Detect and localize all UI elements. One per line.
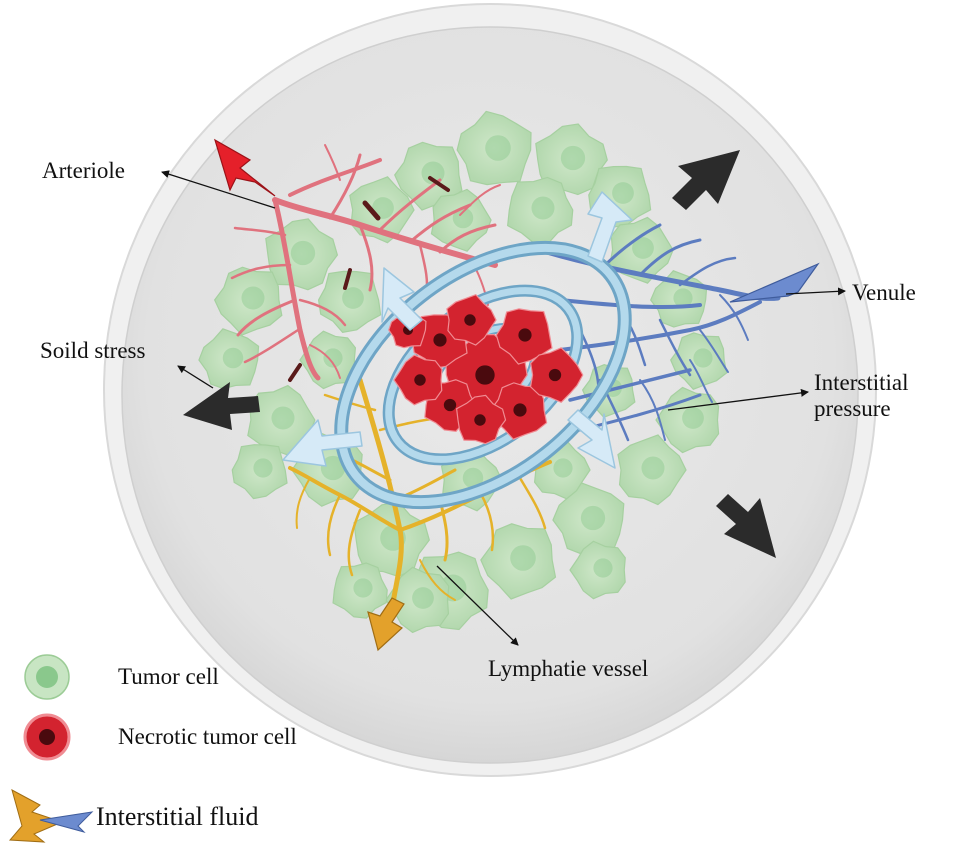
tumor-cell-nucleus [612, 182, 634, 204]
tumor-cell-nucleus [510, 545, 536, 571]
label-arteriole: Arteriole [42, 158, 126, 183]
necrotic-cell-nucleus [414, 374, 426, 386]
tumor-cell-nucleus [682, 407, 704, 429]
tumor-cell [617, 434, 687, 506]
tumor-cell [430, 188, 492, 252]
tumor-cell-nucleus [593, 558, 613, 578]
necrotic-cell-nucleus [518, 328, 532, 342]
tumor-cell [231, 444, 288, 500]
tumor-cell-nucleus [452, 207, 474, 229]
legend-interstitial-fluid-icon [8, 789, 94, 843]
necrotic-cell-nucleus [433, 333, 447, 347]
necrotic-cell-nucleus [475, 365, 495, 385]
tumor-cell-nucleus [560, 145, 586, 171]
necrotic-cell-nucleus [474, 414, 486, 426]
legend-label-interstitial-fluid: Interstitial fluid [96, 802, 259, 831]
tumor-cell-nucleus [641, 456, 665, 480]
tumor-cell [213, 266, 283, 336]
necrotic-tumor-core [388, 293, 584, 445]
tumor-cell [456, 110, 532, 186]
tumor-cell-nucleus [632, 237, 654, 259]
tumor-cell-nucleus [271, 406, 295, 430]
label-venule: Venule [852, 280, 916, 305]
necrotic-cell-nucleus [548, 368, 562, 382]
label-solid-stress: Soild stress [40, 338, 146, 363]
necrotic-cell-nucleus [464, 314, 476, 326]
tumor-cell [332, 562, 388, 619]
tumor-cell-nucleus [323, 348, 343, 368]
tumor-cell-nucleus [372, 197, 394, 219]
tumor-cell-nucleus [462, 467, 484, 489]
tumor-cell-nucleus [580, 505, 606, 531]
necrotic-cell-nucleus [443, 398, 457, 412]
arteriole-vessel [230, 144, 501, 381]
tumor-cell [569, 540, 626, 600]
tumor-cell-nucleus [412, 587, 434, 609]
tumor-cell [480, 523, 557, 600]
arteriole-inflow-arrow [213, 138, 276, 197]
tumor-cell-nucleus [531, 196, 555, 220]
arteriole-accents [288, 176, 450, 382]
tumor-cell-nucleus [421, 161, 445, 185]
tumor-cell-nucleus [241, 286, 265, 310]
tumor-cell-nucleus [673, 288, 693, 308]
label-interstitial-pressure: Interstitial pressure [814, 370, 909, 422]
tumor-cell-nucleus [485, 135, 511, 161]
lymphatic-outflow-arrow [367, 597, 405, 652]
tumor-cell-nucleus [353, 578, 373, 598]
legend-label-necrotic-tumor-cell: Necrotic tumor cell [118, 724, 297, 749]
necrotic-cell-nucleus [513, 403, 527, 417]
tumor-cell-nucleus [342, 287, 364, 309]
solid-stress-arrows [183, 150, 776, 558]
tumor-cell [507, 176, 574, 245]
tumor-cell-nucleus [290, 240, 316, 266]
tumor-cell-nucleus [222, 347, 244, 369]
tumor-cell-nucleus [553, 458, 573, 478]
leader-lines [161, 170, 846, 646]
legend-necrotic-cell-icon [23, 713, 71, 761]
tumor-cell [198, 328, 260, 390]
label-lymphatic-vessel: Lymphatie vessel [488, 656, 649, 681]
tumor-cell-nucleus [693, 348, 713, 368]
tumor-cell [317, 270, 382, 333]
tumor-cell-nucleus [320, 455, 346, 481]
outward-fluid-arrows [282, 191, 633, 469]
venule-outflow-arrow [729, 262, 820, 303]
legend-label-tumor-cell: Tumor cell [118, 664, 219, 689]
tumor-cell [535, 123, 608, 196]
tumor-cell-nucleus [253, 458, 273, 478]
legend-tumor-cell-icon [24, 654, 70, 700]
